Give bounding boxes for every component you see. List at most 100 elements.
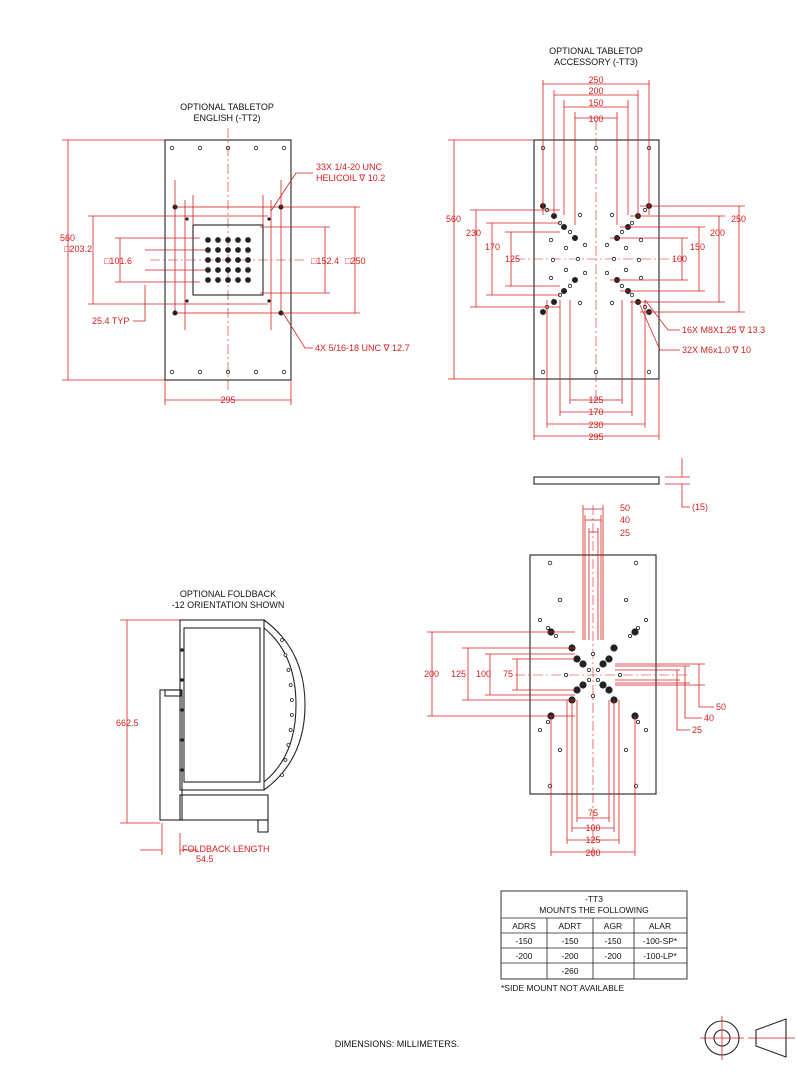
tt3-dim-295: 295 (588, 432, 603, 442)
tt3-m6-hole (582, 270, 588, 276)
tt2-helicoil-callout-line1: 33X 1/4-20 UNC (316, 162, 383, 172)
tt2-edge-hole (197, 145, 203, 151)
plate-small-hole (564, 673, 569, 678)
tt3-top-dims: 250 200 150 100 (542, 75, 650, 225)
tt3-m8-hole (572, 276, 579, 283)
tt2-bolt-hole (172, 310, 178, 316)
plate-dim-100-v: 100 (476, 669, 491, 679)
plate-bottom-dims: 75 100 125 200 (550, 700, 636, 858)
foldback-rail-hole (180, 768, 184, 772)
plate-dim-40-top: 40 (620, 515, 630, 525)
tt2-helicoil-hole (267, 299, 271, 303)
tt2-bolt-square (174, 206, 282, 314)
tt3-dim-230: 230 (588, 420, 603, 430)
tt2-sq-203-label: □203.2 (64, 244, 92, 254)
tt3-view: OPTIONAL TABLETOP ACCESSORY (-TT3) 250 2… (446, 46, 765, 512)
tt3-m6-hole (619, 229, 625, 235)
tt3-m6-hole (567, 283, 573, 289)
plate-small-hole (596, 678, 601, 683)
tt3-dim-200: 200 (588, 86, 603, 96)
tt2-title-line1: OPTIONAL TABLETOP (180, 102, 274, 112)
tt3-m8-hole (540, 308, 547, 315)
plate-dim-50-top: 50 (620, 503, 630, 513)
mount-table-cell: -200 (604, 951, 621, 961)
foldback-bracket-cap (164, 689, 182, 697)
tt3-dim-250: 250 (588, 75, 603, 85)
plate-mount-hole (610, 644, 618, 652)
foldback-rail-hole (180, 738, 184, 742)
tt2-grid-hole (235, 257, 241, 263)
tt3-side-profile (533, 476, 660, 485)
tt2-pitch-label: 25.4 TYP (92, 316, 129, 326)
plate-dim-50-r: 50 (716, 702, 726, 712)
tt3-m6-hole (623, 245, 629, 251)
tt3-title-line1: OPTIONAL TABLETOP (549, 46, 643, 56)
plate-dim-100-b: 100 (585, 823, 600, 833)
plate-small-hole (587, 678, 592, 683)
tt2-grid-hole (235, 237, 241, 243)
tt2-grid-hole (225, 257, 231, 263)
plate-mount-hole (605, 655, 613, 663)
plate-corner-hole (633, 560, 639, 566)
foldback-height-label: 662.5 (116, 718, 139, 728)
plate-mount-hole (605, 686, 613, 694)
foldback-hole (280, 638, 284, 642)
plate-dim-25-r: 25 (692, 725, 702, 735)
tt3-m6-hole (623, 267, 629, 273)
foldback-hole (283, 758, 288, 762)
tt3-dim-125-v: 125 (505, 254, 520, 264)
tt2-height-label: 560 (60, 233, 75, 243)
tt3-m6-hole (609, 212, 615, 218)
plate-dim-125-b: 125 (585, 835, 600, 845)
foldback-curved-housing (263, 619, 306, 791)
foldback-length-label: FOLDBACK LENGTH (182, 844, 270, 854)
tt3-m6-hole (629, 292, 635, 298)
tt2-edge-holes (169, 145, 287, 375)
foldback-hole (283, 653, 288, 657)
tt3-edge-hole (540, 369, 546, 375)
tt2-grid-hole (215, 237, 221, 243)
tt3-m6-callout: 32X M6x1.0 ∇ 10 (682, 345, 751, 355)
plate-corner-hole (547, 560, 553, 566)
plate-dim-200-b: 200 (585, 848, 600, 858)
tt2-edge-hole (281, 369, 287, 375)
mount-table-header-adrs: ADRS (512, 921, 536, 931)
tt2-grid-hole (215, 267, 221, 273)
mount-table-cell: -260 (561, 966, 578, 976)
plate-dim-200-v: 200 (424, 669, 439, 679)
tt3-dim-150: 150 (588, 98, 603, 108)
tt3-dim-150-v: 150 (690, 242, 705, 252)
foldback-rail-hole (180, 678, 184, 682)
mount-table-cell: -100-LP* (643, 951, 677, 961)
plate-small-hole (546, 626, 551, 631)
tt3-dim-125: 125 (588, 395, 603, 405)
mount-table: -TT3 MOUNTS THE FOLLOWING ADRS ADRT AGR … (500, 890, 688, 993)
tt3-dim-100-v: 100 (672, 254, 687, 264)
tt3-dim-250-v: 250 (731, 214, 746, 224)
plate-small-hole (558, 748, 563, 753)
tt3-m8-callout: 16X M8X1.25 ∇ 13.3 (682, 325, 765, 335)
mount-table-footnote: *SIDE MOUNT NOT AVAILABLE (501, 983, 624, 993)
foldback-length-value: 54.5 (196, 854, 214, 864)
tt3-m6-hole (636, 257, 642, 263)
plate-small-hole (591, 652, 596, 657)
tt3-m6-hole (638, 237, 644, 243)
tt3-edge-hole (593, 369, 599, 375)
tt2-edge-hole (169, 145, 175, 151)
tt3-m6-hole (604, 242, 610, 248)
tt3-dim-230-v: 230 (466, 228, 481, 238)
tt2-sq-101-label: □101.6 (104, 256, 132, 266)
tt2-sq-152-label: □152.4 (311, 256, 339, 266)
tt2-grid-hole (215, 277, 221, 283)
plate-small-hole (644, 728, 649, 733)
tt2-edge-hole (253, 369, 259, 375)
plate-mount-hole (599, 660, 607, 668)
foldback-hole (280, 773, 284, 777)
foldback-hole (289, 698, 294, 702)
plate-dim-40-r: 40 (704, 713, 714, 723)
foldback-hole (289, 713, 294, 717)
tt3-m6-hole (611, 256, 617, 262)
tt2-grid-hole (245, 247, 251, 253)
tt3-thickness-label: (15) (692, 502, 708, 512)
plate-dim-75-b: 75 (588, 808, 598, 818)
